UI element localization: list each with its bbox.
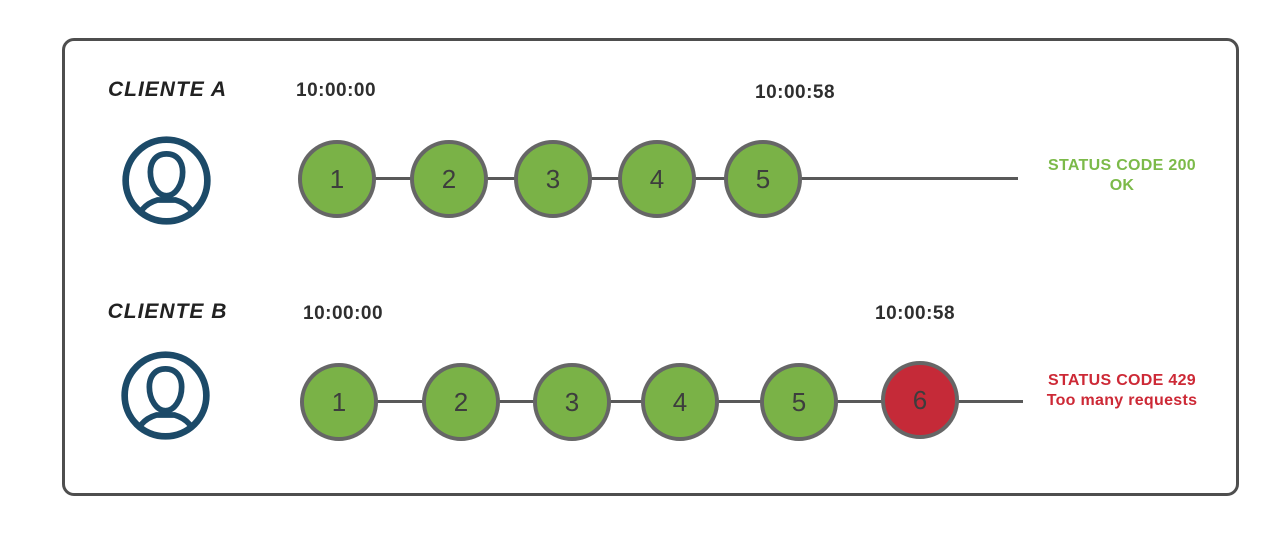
start-timestamp-b: 10:00:00 xyxy=(303,303,384,324)
end-timestamp-b: 10:00:58 xyxy=(875,303,956,324)
user-avatar-icon xyxy=(121,351,210,440)
user-avatar-icon xyxy=(122,136,211,225)
status-text-b: STATUS CODE 429 Too many requests xyxy=(1026,371,1218,411)
request-circle: 3 xyxy=(514,140,592,218)
request-circle-rejected: 6 xyxy=(881,361,959,439)
status-text-a: STATUS CODE 200 OK xyxy=(1026,156,1218,196)
request-circle: 1 xyxy=(298,140,376,218)
request-circle: 5 xyxy=(724,140,802,218)
client-a-label: CLIENTE A xyxy=(107,78,228,101)
request-circle: 4 xyxy=(641,363,719,441)
request-circle: 5 xyxy=(760,363,838,441)
request-circle: 1 xyxy=(300,363,378,441)
request-circle: 2 xyxy=(410,140,488,218)
request-circle: 2 xyxy=(422,363,500,441)
request-circle: 3 xyxy=(533,363,611,441)
end-timestamp-a: 10:00:58 xyxy=(755,82,836,103)
client-b-label: CLIENTE B xyxy=(107,300,228,323)
start-timestamp-a: 10:00:00 xyxy=(296,80,377,101)
status-message-line: OK xyxy=(1109,177,1135,194)
status-message-line: Too many requests xyxy=(1046,392,1198,409)
status-code-line: STATUS CODE 200 xyxy=(1048,157,1196,174)
status-code-line: STATUS CODE 429 xyxy=(1048,372,1196,389)
request-circle: 4 xyxy=(618,140,696,218)
